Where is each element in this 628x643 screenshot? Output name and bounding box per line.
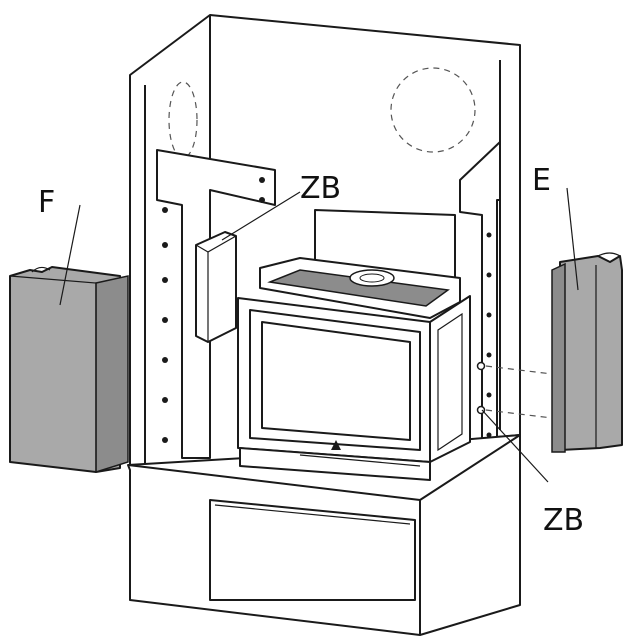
- leader-lines: [59, 187, 579, 483]
- left-cladding-panel-f: [9, 266, 129, 474]
- fireplace-insert: [237, 257, 471, 481]
- label-zb-top: ZB: [300, 171, 341, 206]
- left-support-block: [195, 231, 237, 343]
- fixing-screws: [476, 361, 553, 419]
- label-f: F: [38, 185, 55, 220]
- label-e: E: [532, 163, 551, 198]
- left-mounting-bracket: [156, 149, 276, 459]
- label-zb-bottom: ZB: [543, 503, 584, 538]
- base-plinth: [127, 434, 521, 636]
- right-cladding-panel-e: [551, 252, 623, 453]
